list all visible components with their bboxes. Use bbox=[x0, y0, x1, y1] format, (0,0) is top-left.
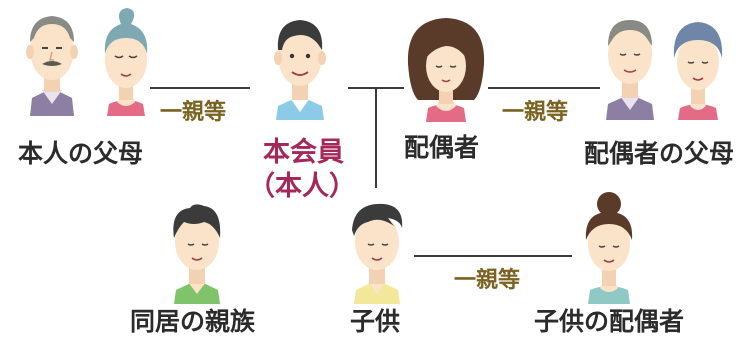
label-relatives: 同居の親族 bbox=[130, 307, 256, 336]
self-figure bbox=[274, 20, 326, 120]
label-self-parents: 本人の父母 bbox=[18, 139, 144, 168]
label-child-spouse: 子供の配偶者 bbox=[534, 307, 685, 336]
label-self-line1: 本会員 bbox=[263, 137, 344, 168]
child-figure bbox=[352, 203, 403, 304]
relation-label-self-parents: 一親等 bbox=[156, 94, 231, 126]
label-spouse: 配偶者 bbox=[404, 133, 480, 162]
spouse-father-figure bbox=[606, 20, 654, 120]
relation-label-spouse-parents: 一親等 bbox=[498, 94, 573, 126]
mother-figure bbox=[104, 8, 148, 116]
spouse-mother-figure bbox=[673, 22, 723, 120]
label-self-line2: （本人） bbox=[248, 171, 356, 202]
spouse-figure bbox=[407, 18, 485, 122]
label-child: 子供 bbox=[350, 307, 401, 336]
label-spouse-parents: 配偶者の父母 bbox=[584, 139, 735, 168]
child-spouse-figure bbox=[585, 192, 633, 304]
father-figure bbox=[26, 16, 78, 116]
relation-label-child-spouse: 一親等 bbox=[450, 262, 525, 294]
relative-figure bbox=[173, 204, 221, 304]
